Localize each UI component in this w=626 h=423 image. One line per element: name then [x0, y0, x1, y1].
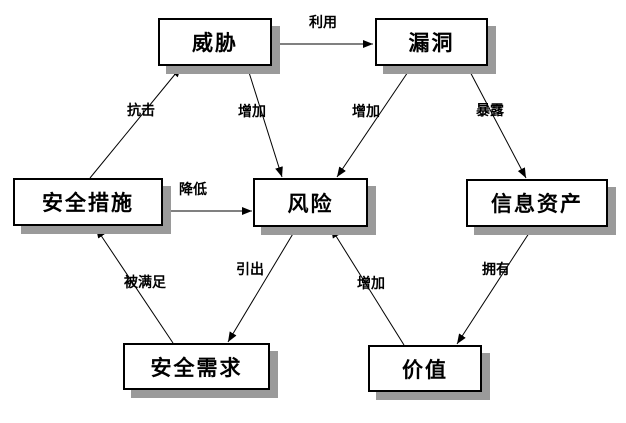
node-value: 价值	[368, 345, 482, 392]
node-security-measures: 安全措施	[13, 178, 163, 226]
edge-increase-from-value-arrow	[330, 227, 405, 346]
edge-exploit-label: 利用	[309, 15, 337, 31]
edge-own-arrow	[456, 226, 534, 345]
node-information-assets-label: 信息资产	[491, 192, 583, 216]
node-vulnerability: 漏洞	[375, 18, 488, 66]
node-security-measures-label: 安全措施	[42, 191, 134, 215]
node-value-label: 价值	[402, 357, 448, 382]
edge-resist-label: 抗击	[127, 103, 155, 119]
edge-increase-from-vulnerability-arrow	[336, 65, 413, 178]
edge-satisfied-by-arrow	[95, 227, 174, 344]
edge-increase-from-value-label: 增加	[357, 276, 385, 292]
node-vulnerability-label: 漏洞	[408, 31, 455, 55]
edge-reduce-label: 降低	[179, 182, 207, 198]
edge-expose-label: 暴露	[476, 103, 504, 119]
node-security-requirements-label: 安全需求	[150, 355, 243, 380]
node-information-assets: 信息资产	[466, 179, 608, 227]
edge-expose-arrow	[466, 65, 527, 179]
node-threat: 威胁	[158, 18, 272, 66]
edge-satisfied-by-label: 被满足	[124, 275, 166, 291]
edge-lead-to-label: 引出	[236, 262, 264, 278]
edge-increase-from-threat-label: 增加	[238, 104, 266, 120]
node-threat-label: 威胁	[192, 31, 238, 55]
edge-increase-from-vulnerability-label: 增加	[352, 104, 380, 120]
edge-lead-to-arrow	[227, 226, 298, 343]
node-risk: 风险	[253, 178, 368, 227]
node-risk-label: 风险	[287, 191, 334, 216]
edge-own-label: 拥有	[482, 262, 510, 278]
node-security-requirements: 安全需求	[123, 343, 270, 390]
edge-increase-from-threat-arrow	[246, 65, 283, 178]
edge-resist-arrow	[89, 66, 182, 179]
